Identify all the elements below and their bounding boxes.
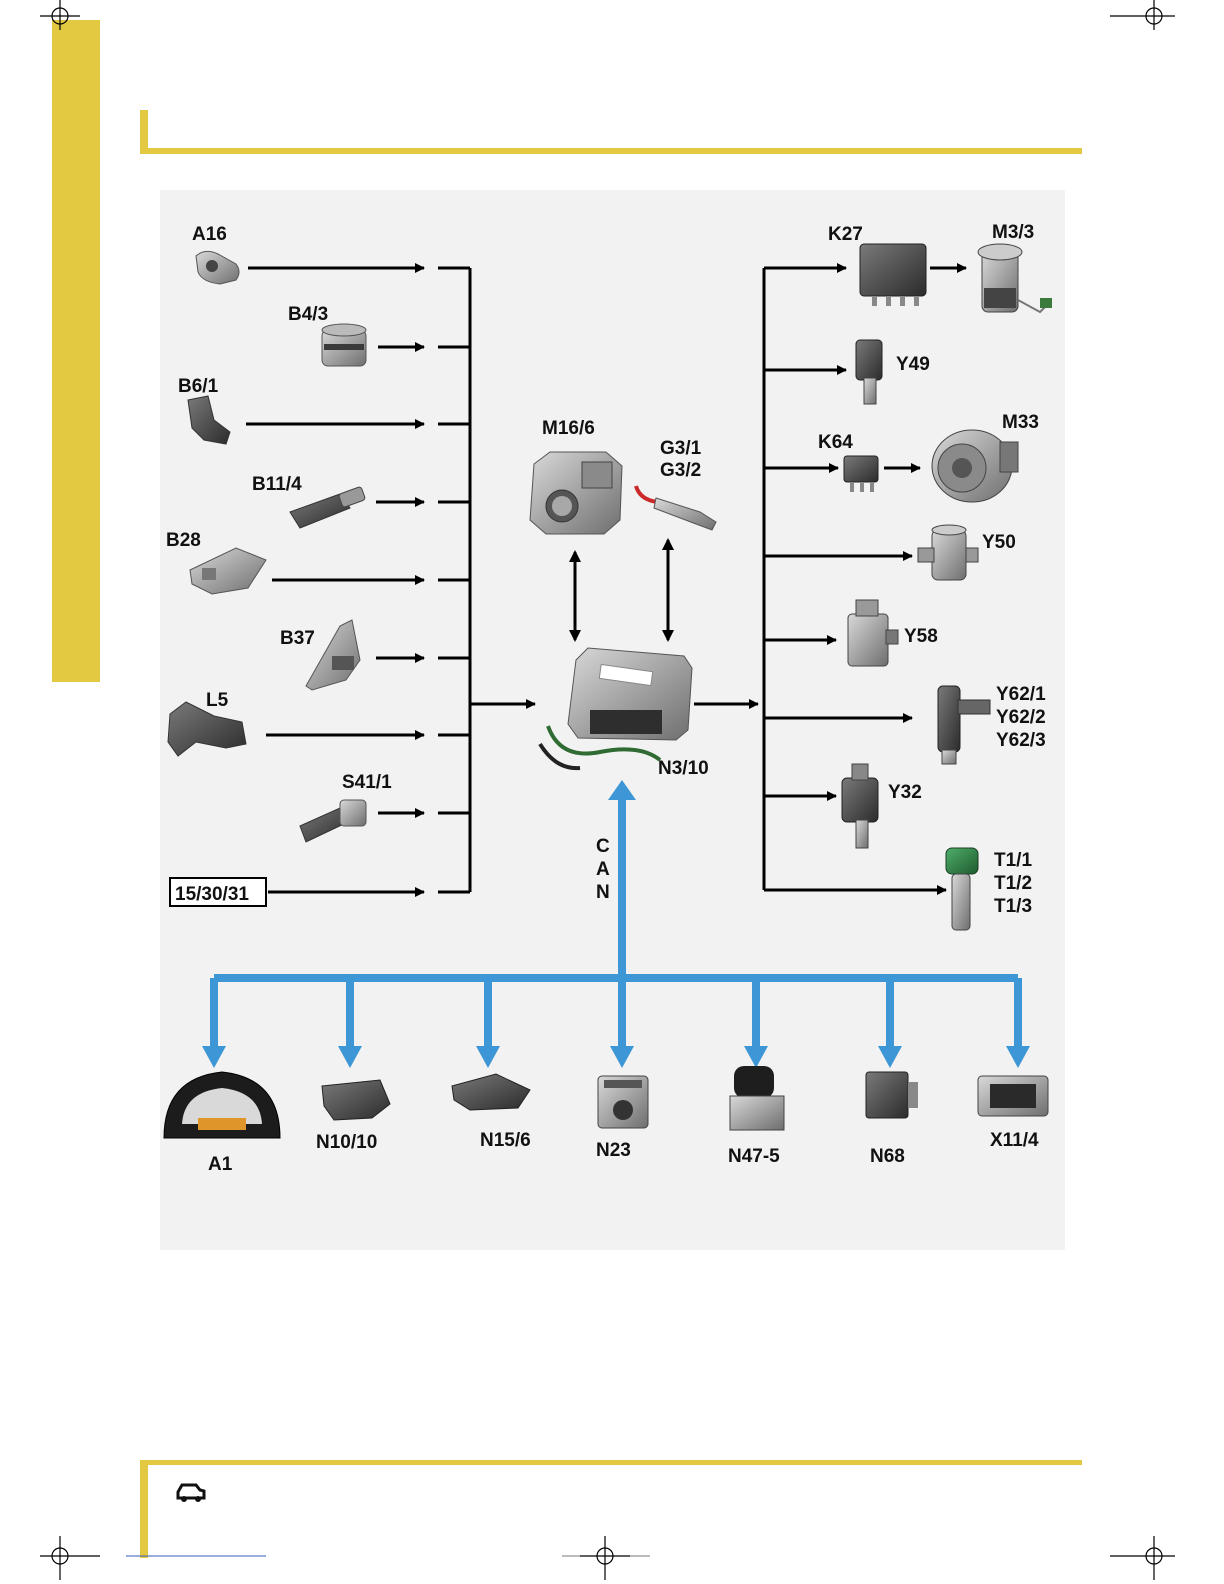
y32-label: Y32: [888, 782, 922, 803]
can-letter-a: A: [596, 859, 610, 880]
y62-1-label: Y62/1: [996, 684, 1046, 705]
registration-mark-icon: [580, 1536, 630, 1580]
k64-label: K64: [818, 432, 853, 453]
m3-3-label: M3/3: [992, 222, 1034, 243]
y49-label: Y49: [896, 354, 930, 375]
b11-4-label: B11/4: [252, 474, 302, 495]
n3-10-label: N3/10: [658, 758, 709, 779]
a16-label: A16: [192, 224, 227, 245]
can-letter-c: C: [596, 836, 610, 857]
n10-10-label: N10/10: [316, 1132, 377, 1153]
y50-label: Y50: [982, 532, 1016, 553]
car-service-icon: [178, 1485, 204, 1502]
registration-mark-icon: [1110, 0, 1175, 30]
yellow-side-bar: [52, 20, 100, 682]
s41-1-label: S41/1: [342, 772, 392, 793]
n23-switch-module-image: [598, 1076, 648, 1128]
y62-3-label: Y62/3: [996, 730, 1046, 751]
t1-1-label: T1/1: [994, 850, 1032, 871]
y62-2-label: Y62/2: [996, 707, 1046, 728]
g3-1-label: G3/1: [660, 438, 702, 459]
n68-label: N68: [870, 1146, 905, 1167]
b6-1-label: B6/1: [178, 376, 219, 397]
registration-mark-icon: [40, 1536, 100, 1580]
can-letter-n: N: [596, 882, 610, 903]
header-rule: [140, 110, 1082, 154]
n47-5-label: N47-5: [728, 1146, 780, 1167]
n23-label: N23: [596, 1140, 631, 1161]
x11-4-label: X11/4: [990, 1130, 1039, 1151]
k27-label: K27: [828, 224, 863, 245]
b4-3-sensor-image: [322, 324, 366, 366]
registration-mark-icon: [1110, 1536, 1175, 1580]
m16-6-throttle-body-image: [530, 452, 622, 534]
b28-label: B28: [166, 530, 201, 551]
b4-3-label: B4/3: [288, 304, 328, 325]
m33-label: M33: [1002, 412, 1039, 433]
b37-label: B37: [280, 628, 315, 649]
footer-rule: [140, 1460, 1082, 1558]
x11-4-diagnostic-connector-image: [978, 1076, 1048, 1116]
t1-2-label: T1/2: [994, 873, 1032, 894]
m16-6-label: M16/6: [542, 418, 595, 439]
t1-3-label: T1/3: [994, 896, 1032, 917]
a1-label: A1: [208, 1154, 233, 1175]
g3-2-label: G3/2: [660, 460, 701, 481]
y58-label: Y58: [904, 626, 938, 647]
l5-label: L5: [206, 690, 229, 711]
terminals-label: 15/30/31: [175, 884, 249, 905]
terminals-box: 15/30/31: [170, 878, 266, 906]
n15-6-label: N15/6: [480, 1130, 531, 1151]
